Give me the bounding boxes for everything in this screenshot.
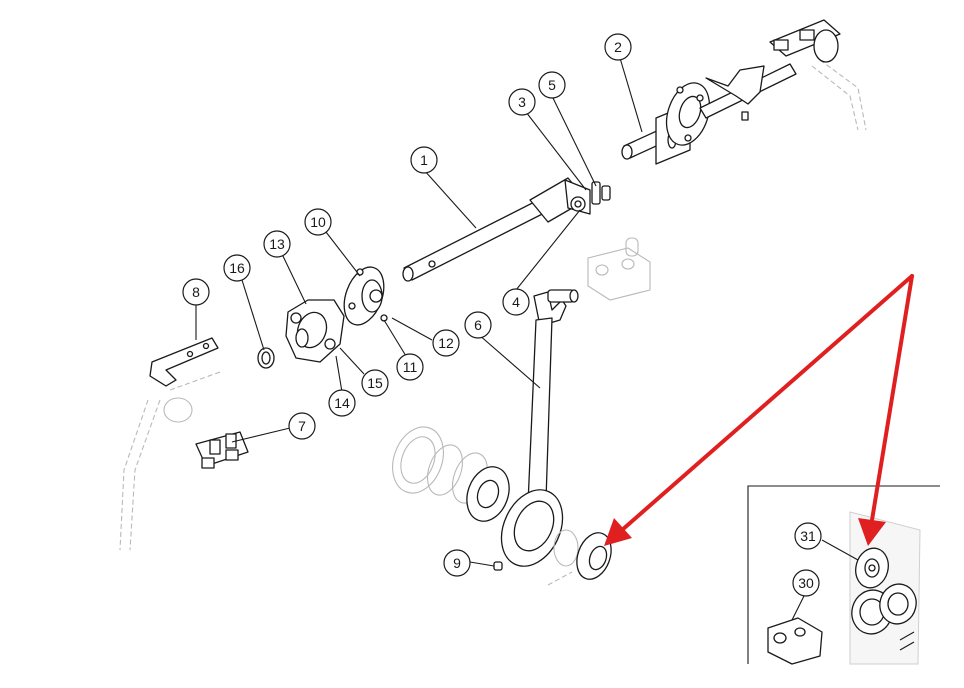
callout-1: 1 (410, 146, 438, 174)
part-clamp-7 (195, 431, 249, 469)
red-arrow-to-bearing (604, 274, 914, 546)
callout-label-31: 31 (800, 528, 816, 544)
callout-label-1: 1 (420, 152, 428, 168)
part-assembly-2 (621, 19, 841, 165)
callout-label-9: 9 (453, 555, 461, 571)
callout-label-14: 14 (334, 395, 350, 411)
part-lever-6 (500, 289, 579, 567)
callout-6: 6 (464, 311, 492, 339)
callout-label-5: 5 (548, 77, 556, 93)
callout-label-2: 2 (614, 39, 622, 55)
callout-label-7: 7 (298, 418, 306, 434)
callout-4: 4 (502, 288, 530, 316)
callout-11: 11 (396, 353, 424, 381)
callout-15: 15 (361, 369, 389, 397)
callout-label-12: 12 (438, 335, 454, 351)
part-screw-9 (493, 561, 503, 571)
part-shaft-1 (402, 177, 587, 282)
ghost-parts (119, 59, 867, 586)
callout-30: 30 (792, 569, 820, 597)
callout-8: 8 (182, 278, 210, 306)
callout-label-16: 16 (229, 260, 245, 276)
callout-label-10: 10 (310, 214, 326, 230)
leader-lines (195, 57, 643, 567)
callout-14: 14 (328, 389, 356, 417)
callout-13: 13 (263, 230, 291, 258)
inset-panel (747, 485, 940, 665)
callout-9: 9 (443, 549, 471, 577)
callout-2: 2 (604, 33, 632, 61)
part-bracket-8 (149, 337, 219, 387)
callout-12: 12 (432, 329, 460, 357)
callout-3: 3 (508, 88, 536, 116)
callout-10: 10 (304, 208, 332, 236)
callout-label-3: 3 (518, 94, 526, 110)
callout-label-6: 6 (474, 317, 482, 333)
callout-label-13: 13 (269, 236, 285, 252)
callout-label-30: 30 (798, 575, 814, 591)
callout-5: 5 (538, 71, 566, 99)
part-collar-nut (564, 179, 611, 215)
part-housing-13 (285, 299, 345, 363)
callout-31: 31 (794, 522, 822, 550)
red-arrow-to-inset (858, 274, 914, 546)
part-bearing-set (466, 466, 612, 580)
callout-label-8: 8 (192, 284, 200, 300)
part-ring-16 (257, 347, 275, 369)
callout-label-4: 4 (512, 294, 520, 310)
part-flange-10 (343, 266, 388, 326)
callout-7: 7 (288, 412, 316, 440)
callout-16: 16 (223, 254, 251, 282)
callout-label-11: 11 (403, 359, 418, 375)
callout-label-15: 15 (367, 375, 383, 391)
